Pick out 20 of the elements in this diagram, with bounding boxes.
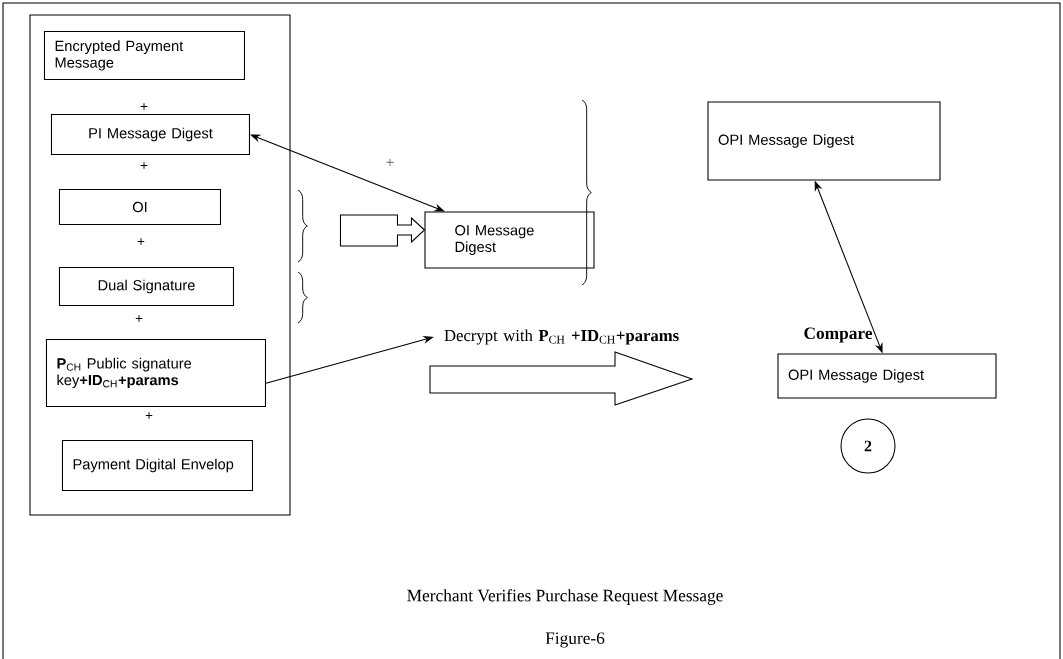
container-box [29,14,291,516]
edge-label: + [384,157,396,169]
text-box: OI [58,188,221,225]
step-label: Compare [804,327,873,343]
plus-sign: + [135,315,143,322]
text-box: OPI Message Digest [707,101,941,181]
text-box: P$_{CH}$ Public signature key+ID$_{CH}$+params [45,338,266,407]
plus-sign: + [140,103,148,110]
text-box: Dual Signature [58,266,234,306]
text-box: OPI Message Digest [777,353,997,399]
plus-sign: + [145,412,153,419]
plus-sign: + [137,238,145,245]
text-box: Payment Digital Envelop [61,439,253,491]
text-box: OI Message Digest [424,211,595,269]
caption: Merchant Verifies Purchase Request Message [407,589,723,605]
text-box: PI Message Digest [50,113,250,155]
text-box: Encrypted Payment Message [43,30,245,80]
plus-sign: + [140,162,148,169]
figure-number: Figure-6 [545,632,605,648]
instruction-text: Decrypt with P$_{CH}$ +ID$_{CH}$+params [444,329,679,345]
